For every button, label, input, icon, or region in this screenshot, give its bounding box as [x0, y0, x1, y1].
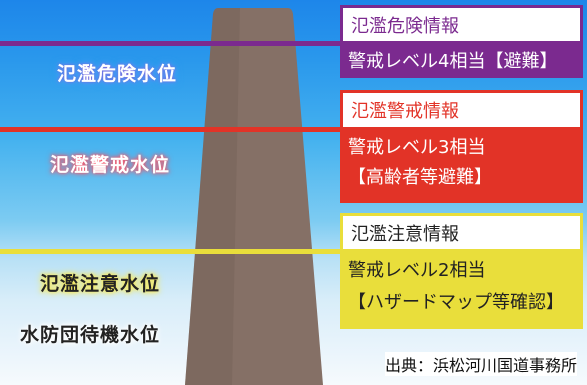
- warning-level-box: 警戒レベル3相当 【高齢者等避難】: [340, 127, 583, 203]
- warning-level-line: [0, 127, 340, 132]
- caution-level-box: 警戒レベル2相当 【ハザードマップ等確認】: [340, 249, 583, 329]
- water-level-standby-label: 水防団待機水位: [20, 324, 161, 346]
- water-level-danger-label: 氾濫危険水位: [57, 63, 178, 85]
- danger-level-box: 警戒レベル4相当【避難】: [340, 41, 583, 78]
- warning-action-text: 【高齢者等避難】: [348, 167, 492, 188]
- danger-level-line: [0, 41, 340, 46]
- levee-shadow: [185, 8, 240, 385]
- caution-level-line: [0, 249, 340, 254]
- caution-level-text: 警戒レベル2相当: [348, 260, 486, 281]
- danger-level-text: 警戒レベル4相当【避難】: [348, 50, 558, 72]
- danger-info-title: 氾濫危険情報: [340, 5, 583, 41]
- levee-body: [185, 8, 323, 385]
- water-level-caution-label: 氾濫注意水位: [40, 273, 161, 295]
- source-credit: 出典：浜松河川国道事務所: [384, 352, 577, 376]
- warning-info-title: 氾濫警戒情報: [340, 90, 583, 127]
- warning-level-text: 警戒レベル3相当: [348, 137, 486, 158]
- water-level-warning-label: 氾濫警戒水位: [50, 154, 171, 176]
- caution-info-title: 氾濫注意情報: [340, 213, 583, 249]
- caution-action-text: 【ハザードマップ等確認】: [348, 292, 564, 313]
